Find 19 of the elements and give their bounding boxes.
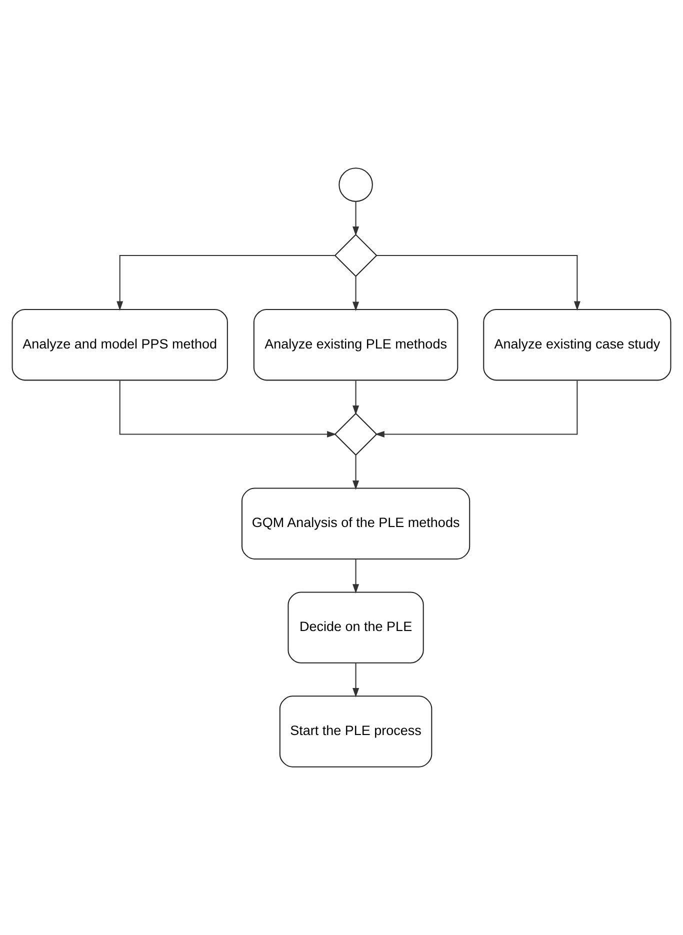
arrow (375, 380, 578, 438)
arrow (119, 380, 336, 438)
arrow (352, 455, 360, 490)
arrow (116, 254, 335, 311)
node-diamond (334, 412, 378, 456)
arrow (352, 663, 360, 698)
arrow (352, 202, 360, 236)
node-box: Start the PLE process (279, 696, 432, 768)
node-box: Analyze and model PPS method (12, 309, 228, 381)
node-box: Decide on the PLE (288, 592, 424, 664)
node-box: Analyze existing case study (483, 309, 672, 381)
node-box: Analyze existing PLE methods (253, 309, 458, 381)
arrow (352, 559, 360, 594)
arrow (352, 380, 360, 415)
node-circle (338, 168, 373, 202)
arrow (352, 276, 360, 312)
arrow (376, 254, 580, 311)
node-box: GQM Analysis of the PLE methods (241, 488, 470, 560)
node-diamond (334, 234, 378, 277)
